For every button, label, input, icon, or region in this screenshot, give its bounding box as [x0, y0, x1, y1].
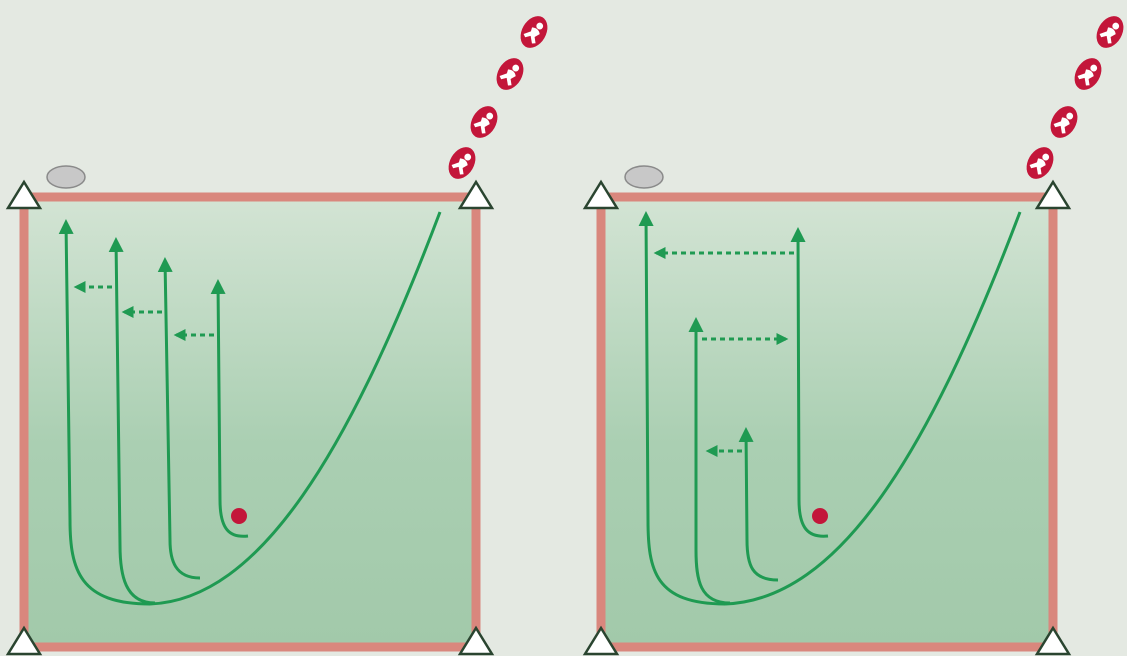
player-icon — [1045, 101, 1083, 143]
field-right — [596, 192, 1058, 652]
cone-icon — [457, 179, 495, 210]
main-run-path-right — [724, 211, 1022, 606]
player-icon — [491, 53, 529, 95]
cone-icon — [1034, 179, 1072, 210]
puck-icon — [624, 165, 664, 189]
cone-icon — [582, 179, 620, 210]
cone-icon — [457, 625, 495, 656]
player-icon — [515, 11, 553, 53]
player-icon — [465, 101, 503, 143]
player-icon — [1069, 53, 1107, 95]
run-path-4-right — [790, 227, 829, 538]
run-path-1-right — [638, 211, 726, 606]
run-path-2-left — [108, 237, 156, 605]
player-icon — [1091, 11, 1127, 53]
run-path-1-left — [58, 219, 151, 606]
field-left — [19, 192, 481, 652]
ball-icon — [231, 508, 247, 524]
cone-icon — [1034, 625, 1072, 656]
player-icon — [443, 142, 481, 184]
ball-icon — [812, 508, 828, 524]
run-path-4-left — [210, 279, 249, 538]
run-path-3-right — [738, 427, 779, 582]
cone-icon — [5, 625, 43, 656]
diagram-left — [5, 11, 553, 656]
cone-icon — [5, 179, 43, 210]
main-run-path-left — [149, 211, 442, 606]
player-icon — [1021, 142, 1059, 184]
cone-icon — [582, 625, 620, 656]
puck-icon — [46, 165, 86, 189]
diagram-right — [582, 11, 1127, 656]
run-path-3-left — [157, 257, 201, 580]
run-path-2-right — [688, 317, 731, 605]
